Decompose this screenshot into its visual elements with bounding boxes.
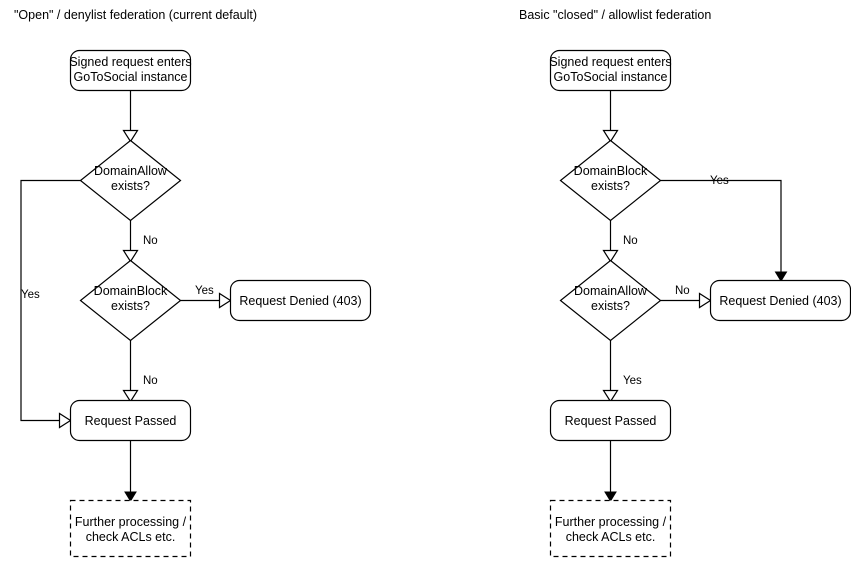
node-request-denied-left: Request Denied (403) bbox=[229, 279, 372, 322]
request-passed-label: Request Passed bbox=[565, 414, 657, 428]
edge-entry-to-domainallow bbox=[122, 90, 139, 143]
arrowhead-solid-icon bbox=[604, 491, 617, 502]
edge-label-domainallow-yes: Yes bbox=[623, 375, 642, 387]
arrowhead-open-icon bbox=[698, 292, 712, 309]
domainblock-label-line2: exists? bbox=[591, 179, 630, 193]
node-entry-right: Signed request enters GoToSocial instanc… bbox=[549, 49, 672, 92]
panel-title-open-denylist: "Open" / denylist federation (current de… bbox=[14, 8, 257, 22]
further-processing-box-shape bbox=[69, 499, 192, 558]
entry-box-label-line1: Signed request enters bbox=[549, 55, 671, 69]
further-processing-label-line2: check ACLs etc. bbox=[566, 530, 656, 544]
edge-domainblock-yes-to-denied: Yes bbox=[180, 285, 232, 309]
arrowhead-open-icon bbox=[122, 129, 139, 143]
edge-domainallow-yes-to-passed: Yes bbox=[20, 179, 81, 429]
edge-label-domainblock-no: No bbox=[623, 235, 638, 247]
edge-passed-to-further-left bbox=[124, 440, 137, 502]
request-denied-label: Request Denied (403) bbox=[239, 294, 361, 308]
arrowhead-solid-icon bbox=[124, 491, 137, 502]
arrowhead-open-icon bbox=[602, 129, 619, 143]
edge-domainblock-no-to-passed: No bbox=[122, 340, 158, 403]
panel-closed-allowlist: Basic "closed" / allowlist federation Si… bbox=[519, 8, 851, 558]
further-processing-label-line1: Further processing / bbox=[555, 515, 667, 529]
domainallow-label-line1: DomainAllow bbox=[94, 164, 168, 178]
domainallow-label-line2: exists? bbox=[111, 179, 150, 193]
entry-box-label-line2: GoToSocial instance bbox=[74, 70, 188, 84]
node-decision-domainallow-left: DomainAllow exists? bbox=[79, 139, 182, 222]
edge-passed-to-further-right bbox=[604, 440, 617, 502]
node-further-processing-right: Further processing / check ACLs etc. bbox=[549, 499, 672, 558]
arrowhead-open-icon bbox=[602, 389, 619, 403]
request-denied-box-shape bbox=[229, 279, 372, 322]
further-processing-label-line1: Further processing / bbox=[75, 515, 187, 529]
node-decision-domainallow-right: DomainAllow exists? bbox=[559, 259, 662, 342]
arrowhead-open-icon bbox=[58, 412, 72, 429]
node-further-processing-left: Further processing / check ACLs etc. bbox=[69, 499, 192, 558]
edge-domainblock-yes-to-denied-right: Yes bbox=[660, 175, 788, 282]
edge-domainblock-no-to-domainallow: No bbox=[602, 220, 638, 263]
domainallow-label-line1: DomainAllow bbox=[574, 284, 648, 298]
node-request-passed-right: Request Passed bbox=[549, 399, 672, 442]
edge-label-domainblock-yes: Yes bbox=[195, 285, 214, 297]
entry-box-label-line2: GoToSocial instance bbox=[554, 70, 668, 84]
panel-open-denylist: "Open" / denylist federation (current de… bbox=[14, 8, 372, 558]
request-passed-label: Request Passed bbox=[85, 414, 177, 428]
domainblock-label-line1: DomainBlock bbox=[94, 284, 168, 298]
panel-title-closed-allowlist: Basic "closed" / allowlist federation bbox=[519, 8, 711, 22]
domainallow-label-line2: exists? bbox=[591, 299, 630, 313]
edge-entry-to-domainblock bbox=[602, 90, 619, 143]
domainblock-label-line2: exists? bbox=[111, 299, 150, 313]
node-decision-domainblock-left: DomainBlock exists? bbox=[79, 259, 182, 342]
edge-domainallow-yes-to-passed-right: Yes bbox=[602, 340, 642, 403]
edge-label-domainblock-yes: Yes bbox=[710, 175, 729, 187]
node-entry-left: Signed request enters GoToSocial instanc… bbox=[69, 49, 192, 92]
domainblock-label-line1: DomainBlock bbox=[574, 164, 648, 178]
node-request-denied-right: Request Denied (403) bbox=[709, 279, 851, 322]
request-denied-label: Request Denied (403) bbox=[719, 294, 841, 308]
arrowhead-open-icon bbox=[602, 249, 619, 263]
arrowhead-open-icon bbox=[122, 249, 139, 263]
node-request-passed-left: Request Passed bbox=[69, 399, 192, 442]
arrowhead-open-icon bbox=[218, 292, 232, 309]
edge-domainallow-no-to-denied: No bbox=[660, 285, 712, 309]
edge-label-domainallow-no: No bbox=[143, 235, 158, 247]
arrowhead-solid-icon bbox=[774, 271, 788, 282]
further-processing-box-shape bbox=[549, 499, 672, 558]
arrowhead-open-icon bbox=[122, 389, 139, 403]
further-processing-label-line2: check ACLs etc. bbox=[86, 530, 176, 544]
node-decision-domainblock-right: DomainBlock exists? bbox=[559, 139, 662, 222]
edge-label-domainblock-no: No bbox=[143, 375, 158, 387]
edge-label-domainallow-no: No bbox=[675, 285, 690, 297]
edge-domainallow-no-to-domainblock: No bbox=[122, 220, 158, 263]
edge-label-domainallow-yes: Yes bbox=[21, 289, 40, 301]
entry-box-label-line1: Signed request enters bbox=[69, 55, 191, 69]
